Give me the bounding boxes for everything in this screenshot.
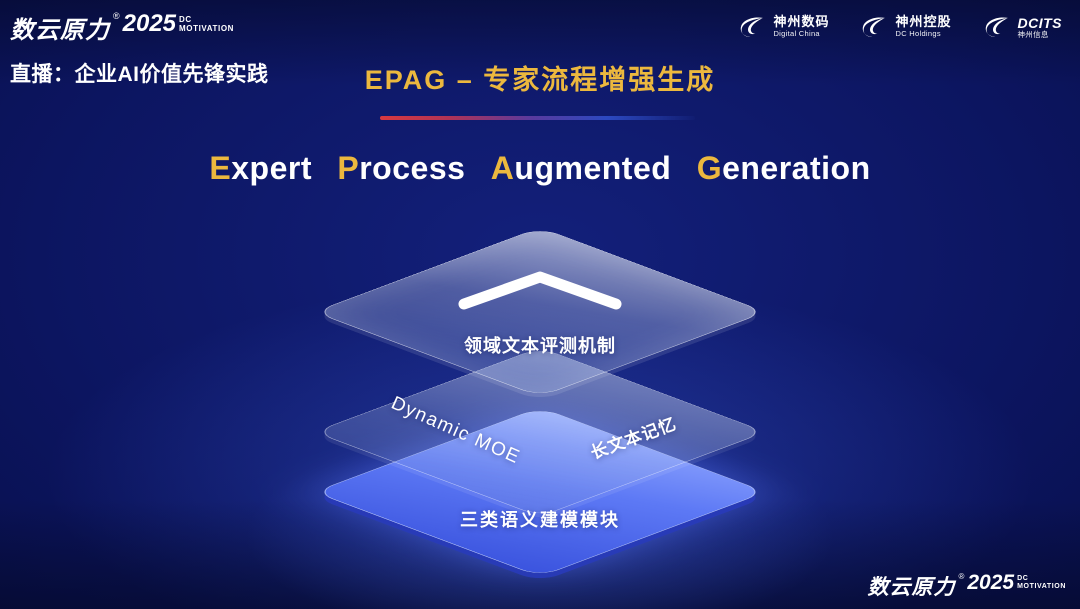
epag-heading: EPAG – 专家流程增强生成 — [364, 65, 716, 95]
gradient-divider — [380, 116, 695, 120]
brand-logo-bottom-right: 数云原力 ® 2025 DC MOTIVATION — [867, 571, 1066, 601]
partner-digital-china: 神州数码 Digital China — [737, 12, 829, 42]
partner-dc-holdings: 神州控股 DC Holdings — [859, 12, 951, 42]
partner-text: 神州控股 DC Holdings — [895, 14, 952, 39]
brand-logo-top-left: 数云原力 ® 2025 DC MOTIVATION — [10, 10, 234, 45]
brand-cn: 数云原力 — [10, 17, 110, 44]
partner-dcits: DCITS 神州信息 — [982, 12, 1063, 42]
brand-sub-bottom: MOTIVATION — [1017, 583, 1066, 591]
partner-name-en: Digital China — [773, 29, 820, 39]
brand-sub-top: DC — [1017, 575, 1029, 582]
bottom-layer-label: 三类语义建模模块 — [460, 510, 620, 530]
brand-subtext: DC MOTIVATION — [179, 15, 234, 33]
title-word: Generation — [697, 150, 871, 186]
partner-name-en: DCITS — [1017, 14, 1062, 31]
title-lead-letter: E — [209, 150, 232, 186]
title-word-rest: xpert — [231, 150, 312, 186]
title-word: Process — [337, 150, 465, 186]
partner-name-cn: 神州控股 — [895, 14, 952, 30]
brand-sub-bottom: MOTIVATION — [179, 24, 235, 34]
page-title: Expert Process Augmented Generation — [0, 150, 1080, 187]
partner-name-cn: 神州信息 — [1017, 29, 1049, 39]
brand-sub-top: DC — [179, 15, 192, 24]
title-lead-letter: P — [337, 150, 360, 186]
title-word-rest: eneration — [722, 150, 871, 186]
dc-swoosh-icon — [737, 12, 767, 42]
brand-reg: ® — [958, 572, 965, 581]
title-lead-letter: A — [490, 150, 515, 186]
partner-text: 神州数码 Digital China — [773, 14, 830, 39]
chevron-up-icon — [455, 268, 625, 317]
brand-year: 2025 — [967, 571, 1015, 594]
dc-swoosh-icon — [982, 12, 1012, 42]
brand-subtext: DC MOTIVATION — [1017, 575, 1066, 591]
title-word: Expert — [209, 150, 312, 186]
partner-name-cn: 神州数码 — [773, 14, 830, 30]
title-word-rest: ugmented — [514, 150, 672, 186]
dc-swoosh-icon — [859, 12, 889, 42]
brand-cn: 数云原力 — [867, 576, 956, 599]
partner-logos: 神州数码 Digital China 神州控股 DC Holdings DCIT… — [737, 12, 1062, 42]
partner-name-en: DC Holdings — [895, 29, 941, 39]
partner-text: DCITS 神州信息 — [1018, 15, 1063, 40]
title-lead-letter: G — [696, 150, 723, 186]
title-word: Augmented — [491, 150, 672, 186]
live-stream-label: 直播：企业AI价值先锋实践 — [10, 63, 269, 86]
title-word-rest: rocess — [359, 150, 466, 186]
brand-year: 2025 — [122, 10, 177, 37]
brand-reg: ® — [113, 11, 120, 21]
top-layer-label: 领域文本评测机制 — [464, 336, 616, 356]
